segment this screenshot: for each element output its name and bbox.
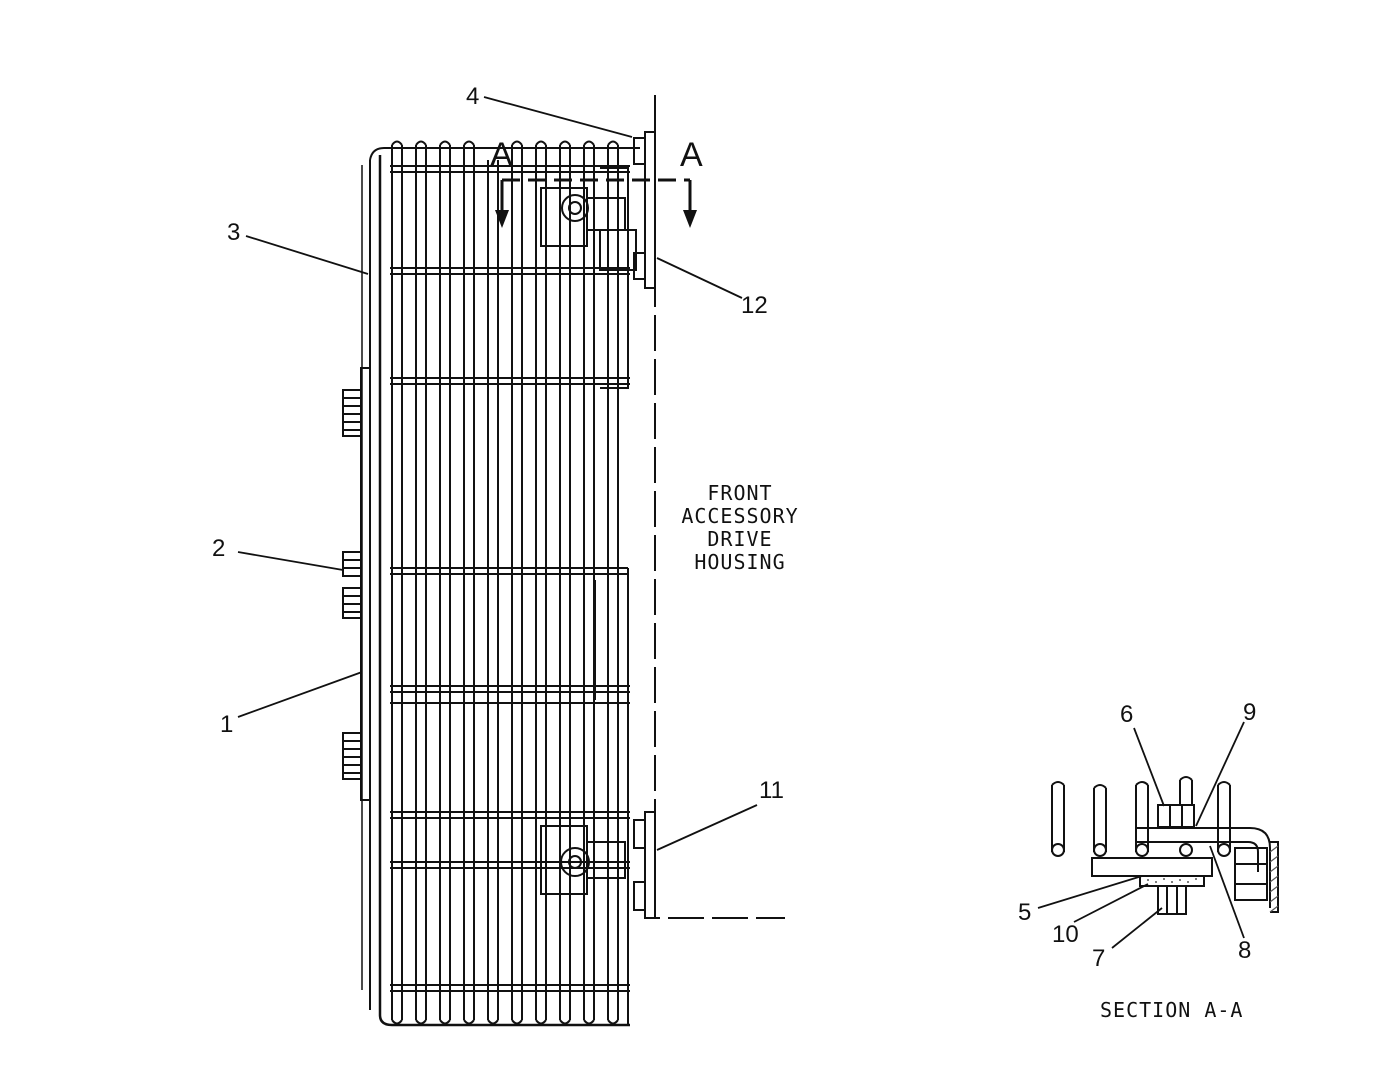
section-aa-label: SECTION A-A <box>1100 998 1243 1022</box>
leader-11 <box>656 804 758 851</box>
callout-11: 11 <box>759 777 784 804</box>
leader-9 <box>1195 721 1245 827</box>
leader-6 <box>1133 727 1165 807</box>
leader-7 <box>1111 907 1163 949</box>
svg-text:ACCESSORY: ACCESSORY <box>681 504 798 528</box>
callout-3: 3 <box>227 219 240 246</box>
callout-9: 9 <box>1243 699 1256 726</box>
left-bolts <box>342 367 371 801</box>
housing-wall-hatch <box>1269 845 1279 913</box>
leader-3 <box>245 235 369 275</box>
callout-6: 6 <box>1120 701 1133 728</box>
callout-2: 2 <box>212 535 225 562</box>
leader-8 <box>1209 845 1245 939</box>
section-aa-detail <box>1051 776 1279 915</box>
lower-clamp <box>540 811 656 919</box>
upper-clamp <box>540 131 656 289</box>
callout-5: 5 <box>1018 899 1031 926</box>
section-arrow-right <box>683 210 697 228</box>
svg-text:HOUSING: HOUSING <box>694 550 785 574</box>
section-cut-line <box>500 178 692 215</box>
leader-2 <box>237 551 344 571</box>
leader-4 <box>483 96 633 138</box>
svg-text:DRIVE: DRIVE <box>707 527 772 551</box>
callout-7: 7 <box>1092 945 1105 972</box>
leader-1 <box>237 671 363 718</box>
washer-stipple <box>1147 878 1197 883</box>
section-arrow-left <box>495 210 509 228</box>
callout-1: 1 <box>220 711 233 738</box>
section-marker-left: A <box>490 136 513 174</box>
callout-4: 4 <box>466 83 479 110</box>
leader-12 <box>656 257 743 299</box>
leader-10 <box>1073 883 1149 923</box>
callout-10: 10 <box>1052 921 1079 948</box>
leader-5 <box>1037 875 1143 909</box>
housing-label: FRONT ACCESSORY DRIVE HOUSING <box>681 481 798 574</box>
callout-12: 12 <box>741 292 768 319</box>
cooler-assembly <box>342 131 656 1027</box>
support-bars <box>390 165 630 1025</box>
housing-centerline <box>654 95 785 919</box>
svg-text:FRONT: FRONT <box>707 481 772 505</box>
callout-8: 8 <box>1238 937 1251 964</box>
section-marker-right: A <box>680 136 703 174</box>
